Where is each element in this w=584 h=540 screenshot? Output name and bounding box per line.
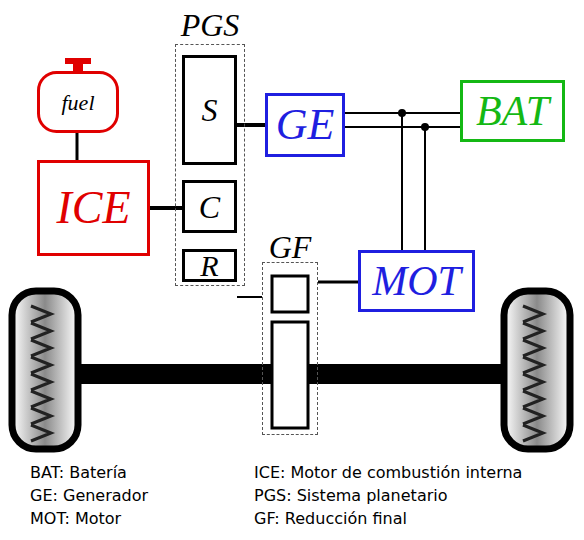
tread-stroke <box>31 357 51 373</box>
dashed-outline <box>262 262 318 435</box>
box-label: C <box>199 191 220 223</box>
legend-key: MOT: Motor <box>30 509 121 528</box>
planetary-group: PGS S CR <box>175 6 245 286</box>
box-label: S <box>202 94 218 126</box>
tread-stroke <box>31 323 51 339</box>
left-wheel <box>12 291 78 449</box>
connector <box>150 208 182 209</box>
box-label: MOT <box>372 260 461 302</box>
tread-stroke <box>523 425 543 441</box>
connector <box>237 125 265 126</box>
junction-dot <box>421 123 429 131</box>
box-label: R <box>200 251 218 281</box>
generator-box: GE <box>265 93 345 157</box>
tread-stroke <box>31 425 51 441</box>
legend-key: GE: Generador <box>30 486 148 505</box>
ring-gear-box: R <box>182 249 237 282</box>
legend-key: ICE: Motor de combustión interna <box>254 463 522 482</box>
sun-gear-box: S <box>182 55 237 165</box>
tread-stroke <box>523 357 543 373</box>
tread-stroke <box>31 340 51 356</box>
connector <box>237 297 262 298</box>
connector <box>345 109 429 250</box>
carrier-box: C <box>182 180 237 233</box>
tire-treads <box>31 306 543 441</box>
connector-line <box>76 133 79 160</box>
final-drive-group: GF <box>262 232 318 435</box>
box-label: BAT <box>476 90 549 132</box>
tread-stroke <box>31 374 51 390</box>
box-label: ICE <box>56 185 130 231</box>
legend-key: PGS: Sistema planetario <box>254 486 448 505</box>
tread-stroke <box>523 306 543 322</box>
tread-stroke <box>523 340 543 356</box>
group-heading: PGS <box>175 6 245 44</box>
tank-label: fuel <box>37 72 119 133</box>
engine-box: ICE <box>37 160 150 256</box>
tread-stroke <box>523 391 543 407</box>
connector-line <box>345 113 425 250</box>
tread-stroke <box>523 323 543 339</box>
gear-large <box>272 322 308 428</box>
connector <box>318 282 358 283</box>
right-wheel <box>504 291 570 449</box>
battery-box: BAT <box>460 80 565 142</box>
gear-small <box>272 276 308 312</box>
junction-dot <box>398 109 406 117</box>
motor-box: MOT <box>358 250 475 312</box>
tread-stroke <box>31 391 51 407</box>
group-heading: GF <box>262 232 318 262</box>
legend-key: GF: Reducción final <box>254 509 407 528</box>
legend-key: BAT: Batería <box>30 463 127 482</box>
connector-line <box>237 123 265 127</box>
tread-stroke <box>31 408 51 424</box>
tread-stroke <box>31 306 51 322</box>
tread-stroke <box>523 408 543 424</box>
connector <box>77 133 78 160</box>
fuel-tank: fuel <box>37 57 119 133</box>
tread-stroke <box>523 374 543 390</box>
connector-line <box>318 281 358 284</box>
box-label: GE <box>276 103 335 147</box>
connector-line <box>237 296 262 298</box>
connector-line <box>150 206 182 210</box>
